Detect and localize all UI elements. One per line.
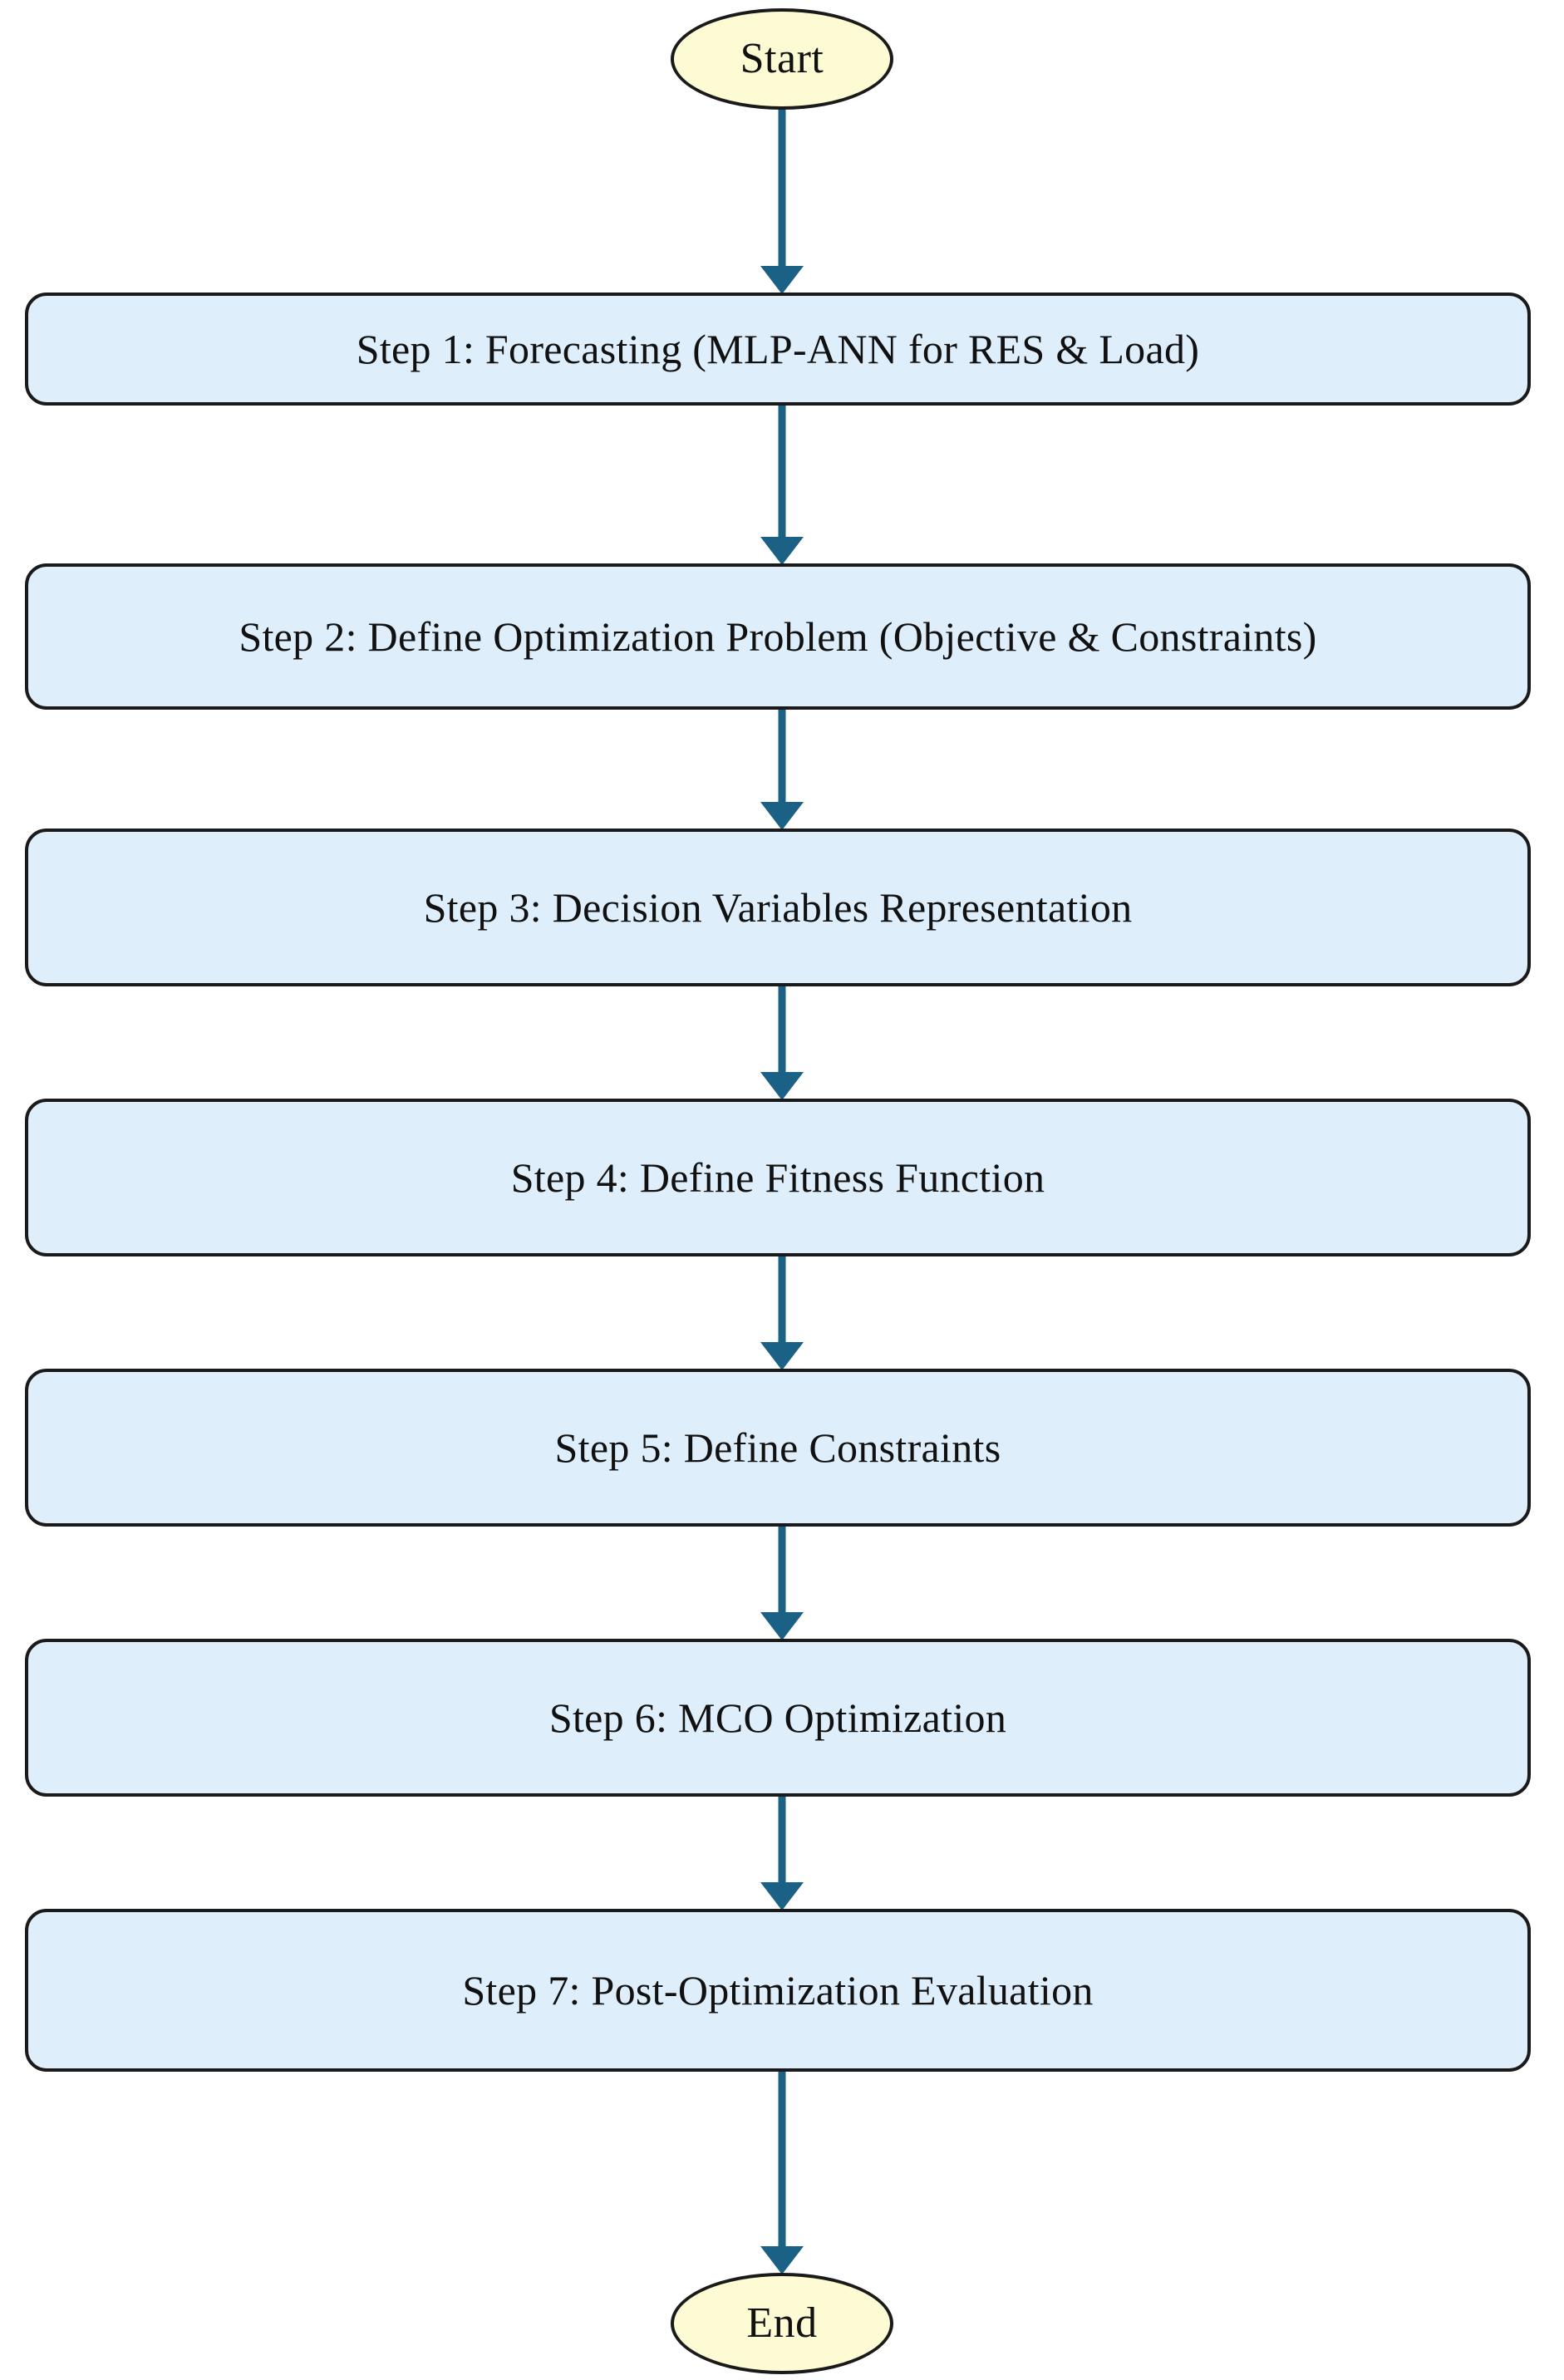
arrow-stem: [778, 93, 786, 268]
arrow-step7-to-end: [759, 2070, 805, 2274]
arrow-step2-to-step3: [759, 708, 805, 830]
end-node[interactable]: End: [671, 2273, 893, 2374]
arrow-stem: [778, 404, 786, 538]
arrow-stem: [778, 2070, 786, 2248]
arrow-head-icon: [760, 1882, 804, 1910]
step-3-label: Step 3: Decision Variables Representatio…: [423, 884, 1133, 931]
arrow-head-icon: [760, 537, 804, 565]
step-2-label: Step 2: Define Optimization Problem (Obj…: [239, 613, 1317, 660]
arrow-step4-to-step5: [759, 1255, 805, 1370]
arrow-head-icon: [760, 1342, 804, 1370]
start-node[interactable]: Start: [671, 8, 893, 110]
arrow-stem: [778, 1795, 786, 1884]
step-1-label: Step 1: Forecasting (MLP-ANN for RES & L…: [356, 326, 1200, 372]
step-4-box[interactable]: Step 4: Define Fitness Function: [25, 1099, 1531, 1256]
arrow-stem: [778, 708, 786, 804]
arrow-head-icon: [760, 266, 804, 294]
arrow-head-icon: [760, 1612, 804, 1640]
arrow-start-to-step1: [759, 93, 805, 294]
arrow-head-icon: [760, 1072, 804, 1100]
step-7-label: Step 7: Post-Optimization Evaluation: [462, 1967, 1094, 2014]
arrow-stem: [778, 1255, 786, 1344]
step-1-box[interactable]: Step 1: Forecasting (MLP-ANN for RES & L…: [25, 293, 1531, 406]
step-4-label: Step 4: Define Fitness Function: [510, 1154, 1045, 1201]
end-node-label: End: [746, 2299, 818, 2347]
step-5-label: Step 5: Define Constraints: [554, 1424, 1001, 1471]
arrow-step6-to-step7: [759, 1795, 805, 1910]
arrow-head-icon: [760, 2246, 804, 2274]
start-node-label: Start: [740, 35, 824, 82]
arrow-head-icon: [760, 802, 804, 830]
step-6-box[interactable]: Step 6: MCO Optimization: [25, 1639, 1531, 1797]
arrow-step5-to-step6: [759, 1525, 805, 1640]
arrow-stem: [778, 1525, 786, 1614]
arrow-stem: [778, 985, 786, 1074]
step-5-box[interactable]: Step 5: Define Constraints: [25, 1369, 1531, 1527]
arrow-step1-to-step2: [759, 404, 805, 565]
arrow-step3-to-step4: [759, 985, 805, 1100]
step-2-box[interactable]: Step 2: Define Optimization Problem (Obj…: [25, 563, 1531, 710]
step-6-label: Step 6: MCO Optimization: [548, 1694, 1007, 1741]
step-3-box[interactable]: Step 3: Decision Variables Representatio…: [25, 829, 1531, 986]
step-7-box[interactable]: Step 7: Post-Optimization Evaluation: [25, 1909, 1531, 2072]
